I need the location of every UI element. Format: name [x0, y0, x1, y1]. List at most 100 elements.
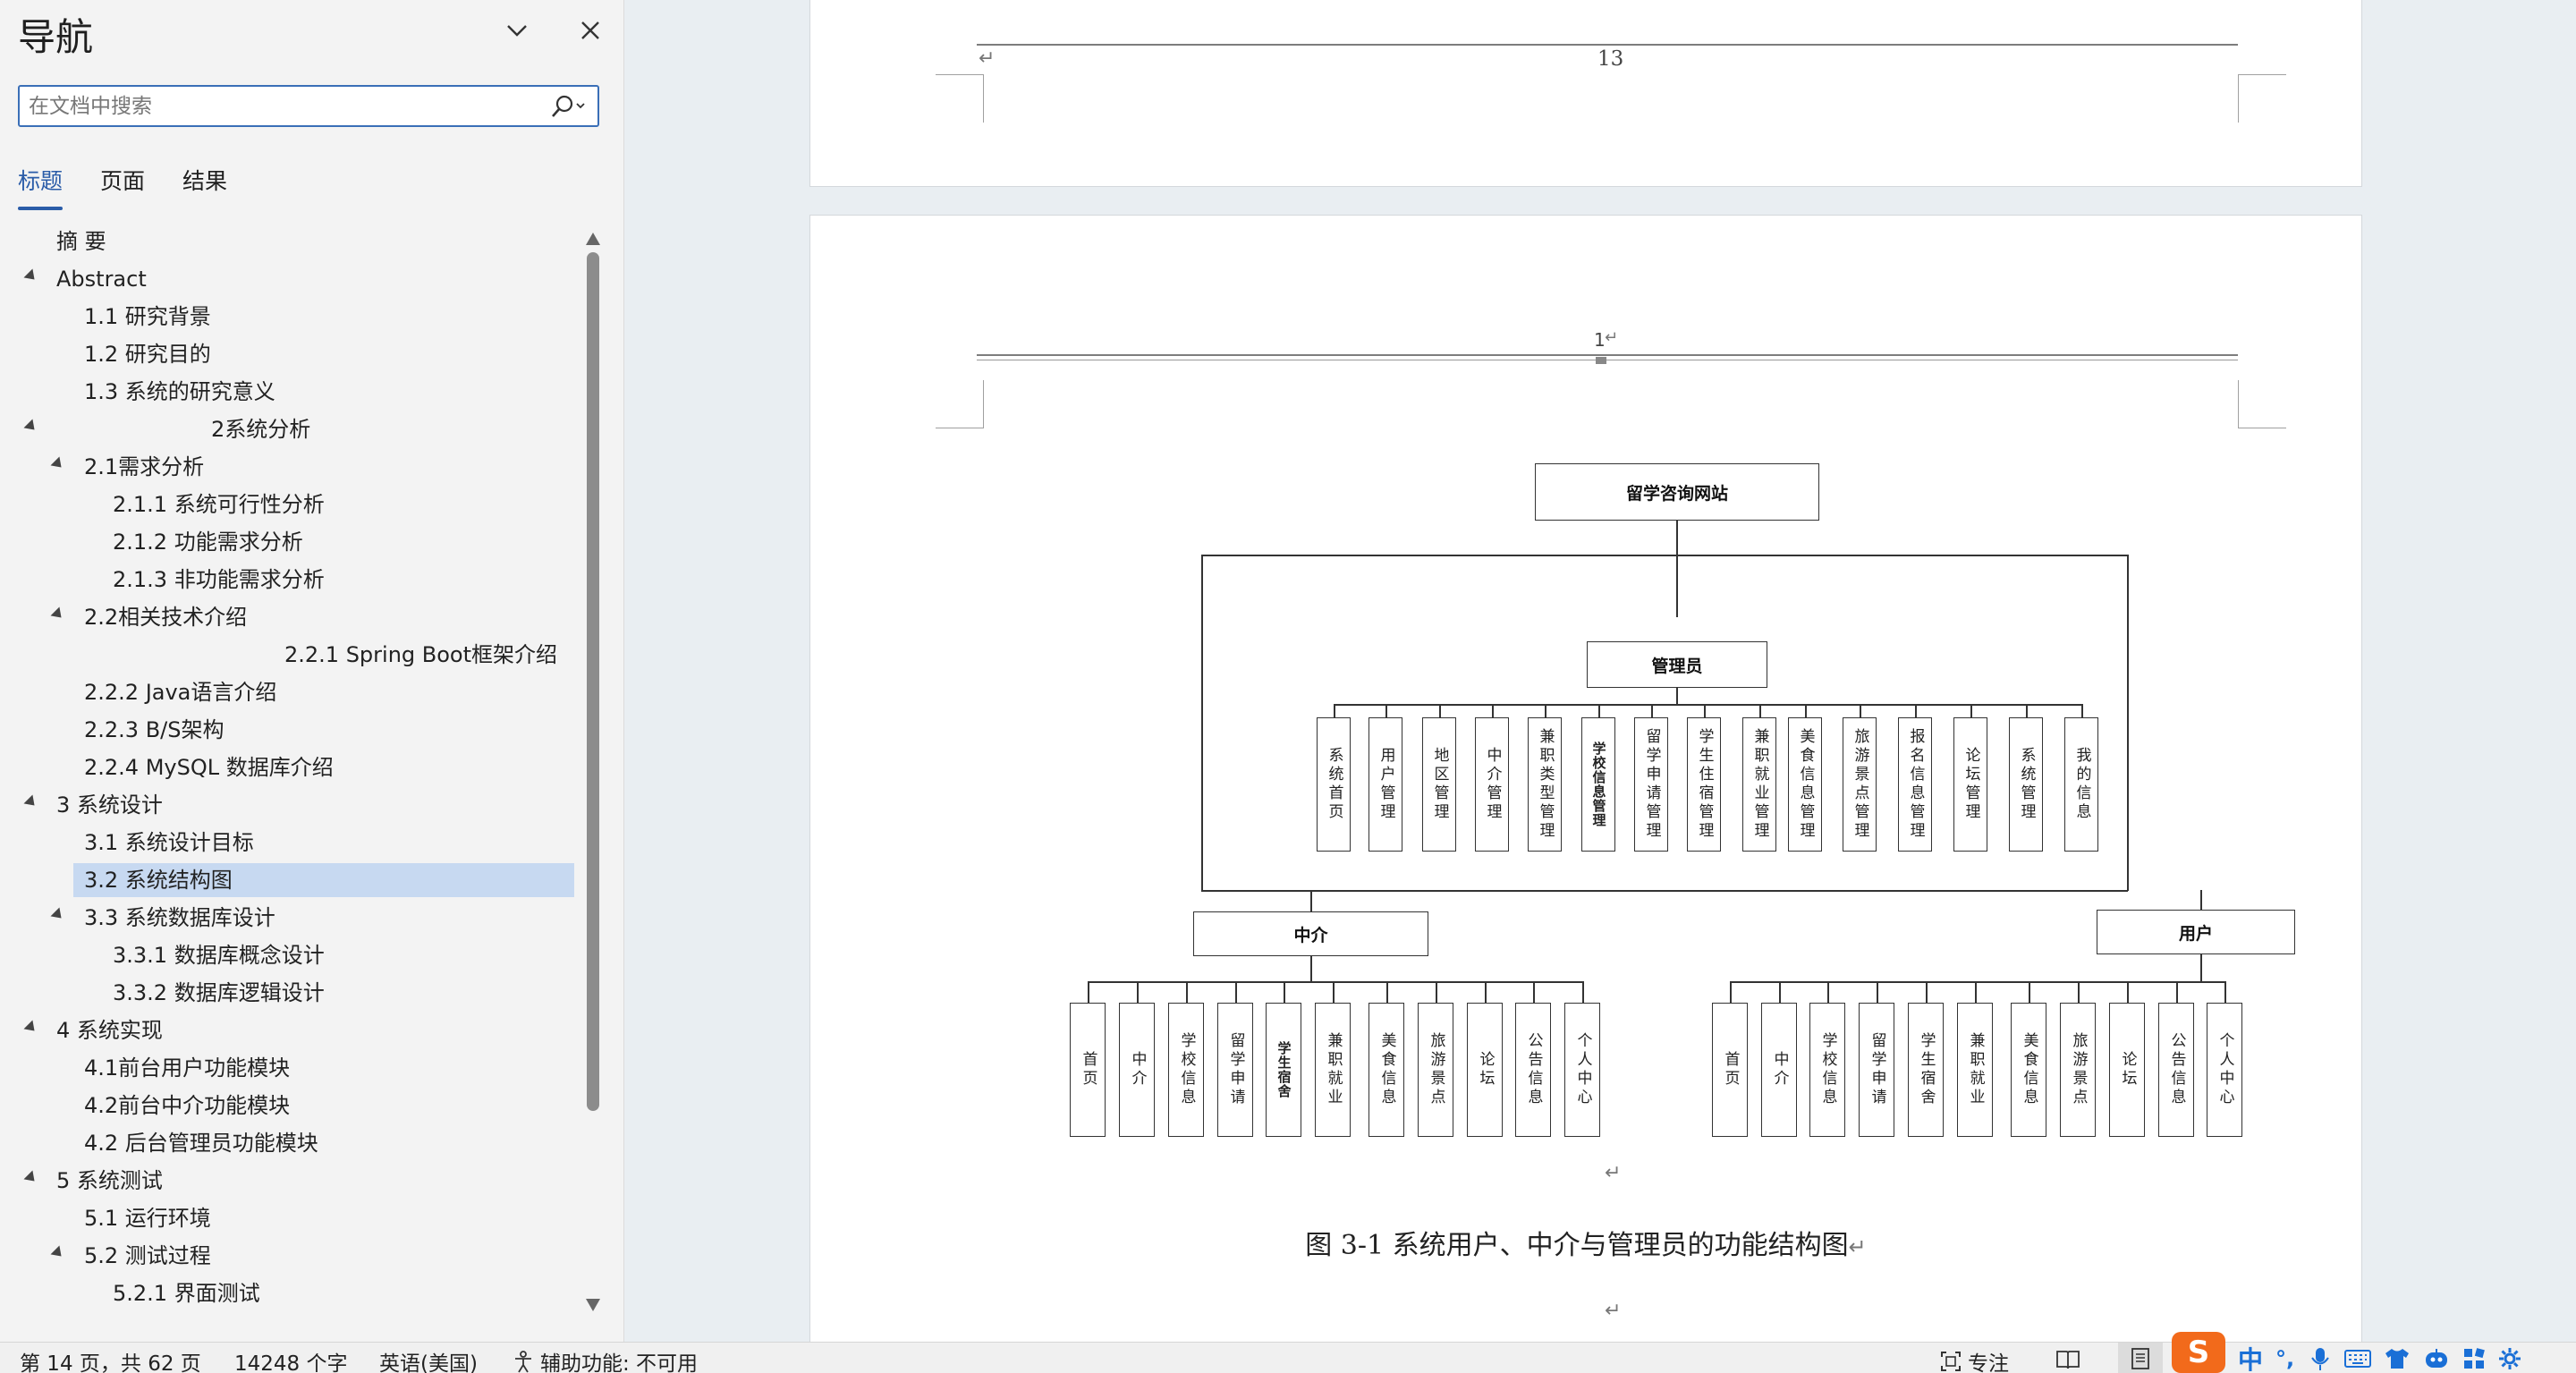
outline-item[interactable]: 5.1 运行环境 — [0, 1200, 581, 1236]
user-function-node: 公告信息 — [2158, 1003, 2194, 1137]
admin-function-node: 学校信息管理 — [1581, 717, 1615, 852]
outline-item[interactable]: 2.2.1 Spring Boot框架介绍 — [0, 637, 581, 673]
expand-triangle-icon[interactable] — [50, 907, 66, 923]
connector-line — [2029, 981, 2030, 1003]
search-input[interactable] — [29, 90, 538, 123]
expand-triangle-icon[interactable] — [23, 268, 39, 284]
document-area[interactable]: ↵ 13 1 ↵ 留学咨询网站管理员系统首页用户管理地区管理中介管理兼职类型管理… — [625, 0, 2576, 1342]
outline-item[interactable]: 1.3 系统的研究意义 — [0, 374, 581, 410]
connector-line — [1827, 981, 1829, 1003]
outline-item[interactable]: 3 系统设计 — [0, 787, 581, 823]
focus-mode-button[interactable]: 专注 — [1939, 1346, 2009, 1373]
header-anchor-mark — [1596, 357, 1606, 364]
print-layout-button[interactable] — [2118, 1343, 2163, 1373]
microphone-icon[interactable] — [2310, 1346, 2330, 1371]
word-count-status[interactable]: 14248 个字 — [234, 1352, 348, 1373]
document-page[interactable]: 1 ↵ 留学咨询网站管理员系统首页用户管理地区管理中介管理兼职类型管理学校信息管… — [809, 215, 2362, 1342]
admin-function-node: 兼职类型管理 — [1528, 717, 1562, 852]
outline-item-label: 4.1前台用户功能模块 — [84, 1055, 291, 1081]
agent-function-node: 旅游景点 — [1418, 1003, 1453, 1137]
expand-triangle-icon[interactable] — [50, 606, 66, 623]
expand-triangle-icon[interactable] — [23, 1170, 39, 1186]
outline-item[interactable]: 4.2前台中介功能模块 — [0, 1088, 581, 1123]
outline-item[interactable]: 2.1.1 系统可行性分析 — [0, 487, 581, 522]
outline-item[interactable]: 2.2.2 Java语言介绍 — [0, 674, 581, 710]
expand-triangle-icon[interactable] — [50, 1245, 66, 1261]
connector-line — [2081, 704, 2083, 717]
outline-item[interactable]: 1.2 研究目的 — [0, 336, 581, 372]
admin-function-node: 旅游景点管理 — [1843, 717, 1877, 852]
expand-triangle-icon[interactable] — [23, 419, 39, 435]
outline-item[interactable]: 2.2相关技术介绍 — [0, 599, 581, 635]
admin-function-node-text: 中介管理 — [1483, 747, 1502, 822]
expand-triangle-icon[interactable] — [50, 456, 66, 472]
user-function-node: 留学申请 — [1859, 1003, 1894, 1137]
outline-item[interactable]: 3.3.2 数据库逻辑设计 — [0, 975, 581, 1011]
admin-function-node-text: 报名信息管理 — [1906, 728, 1925, 841]
keyboard-icon[interactable] — [2344, 1348, 2372, 1369]
outline-item-label: 4.2 后台管理员功能模块 — [84, 1131, 318, 1156]
outline-item[interactable]: 摘 要 — [0, 224, 581, 259]
assistant-bot-icon[interactable] — [2423, 1347, 2450, 1370]
expand-triangle-icon[interactable] — [23, 794, 39, 810]
toolbox-grid-icon[interactable] — [2462, 1347, 2486, 1370]
admin-function-node-text: 系统管理 — [2017, 747, 2036, 822]
sogou-logo-icon[interactable]: S — [2172, 1331, 2225, 1373]
read-mode-button[interactable] — [2055, 1349, 2080, 1373]
outline-item[interactable]: 2.1.2 功能需求分析 — [0, 524, 581, 560]
focus-icon — [1941, 1352, 1961, 1371]
outline-item[interactable]: 5.2.1 界面测试 — [0, 1276, 581, 1311]
admin-function-node: 学生住宿管理 — [1687, 717, 1721, 852]
outline-item[interactable]: 3.3 系统数据库设计 — [0, 900, 581, 936]
outline-item[interactable]: 1.1 研究背景 — [0, 299, 581, 335]
paragraph-mark: ↵ — [1605, 1300, 1622, 1322]
language-status[interactable]: 英语(美国) — [379, 1352, 478, 1373]
connector-line — [1598, 704, 1600, 717]
connector-line — [1860, 704, 1861, 717]
nav-search-box — [18, 85, 599, 127]
tab-pages[interactable]: 页面 — [100, 168, 146, 194]
footer-rule — [977, 44, 2238, 46]
admin-function-node-text: 学生住宿管理 — [1695, 728, 1714, 841]
connector-line — [2176, 981, 2178, 1003]
skin-shirt-icon[interactable] — [2384, 1347, 2411, 1370]
expand-triangle-icon[interactable] — [23, 1020, 39, 1036]
outline-item[interactable]: 2.2.4 MySQL 数据库介绍 — [0, 750, 581, 785]
outline-item[interactable]: 2.2.3 B/S架构 — [0, 712, 581, 748]
connector-line — [2200, 954, 2202, 981]
tab-results[interactable]: 结果 — [182, 168, 228, 194]
connector-line — [2026, 704, 2028, 717]
outline-item[interactable]: 2系统分析 — [0, 411, 581, 447]
outline-item[interactable]: 5 系统测试 — [0, 1163, 581, 1199]
paragraph-mark: ↵ — [979, 47, 996, 70]
outline-item[interactable]: 5.2 测试过程 — [0, 1238, 581, 1274]
tab-headings[interactable]: 标题 — [18, 164, 64, 210]
close-icon[interactable] — [572, 13, 608, 48]
nav-options-chevron-icon[interactable] — [499, 13, 535, 48]
scroll-down-arrow-icon[interactable] — [586, 1299, 600, 1311]
function-structure-diagram[interactable]: 留学咨询网站管理员系统首页用户管理地区管理中介管理兼职类型管理学校信息管理留学申… — [810, 216, 2363, 1342]
outline-item[interactable]: 4.2 后台管理员功能模块 — [0, 1125, 581, 1161]
outline-item[interactable]: 3.2 系统结构图 — [0, 862, 581, 898]
settings-gear-icon[interactable] — [2498, 1347, 2521, 1370]
ime-punctuation-toggle[interactable]: °, — [2275, 1345, 2295, 1371]
accessibility-status[interactable]: 辅助功能: 不可用 — [512, 1346, 698, 1373]
document-page[interactable]: ↵ 13 — [809, 0, 2362, 187]
search-options-button[interactable] — [544, 90, 594, 123]
outline-item[interactable]: 3.1 系统设计目标 — [0, 825, 581, 860]
scrollbar-thumb[interactable] — [587, 252, 599, 1111]
page-number: 13 — [1597, 47, 1624, 71]
outline-scrollbar[interactable] — [583, 231, 603, 1313]
outline-item[interactable]: 2.1需求分析 — [0, 449, 581, 485]
outline-item[interactable]: 4.1前台用户功能模块 — [0, 1050, 581, 1086]
outline-item[interactable]: 3.3.1 数据库概念设计 — [0, 937, 581, 973]
ime-mode-toggle[interactable]: 中 — [2238, 1344, 2264, 1373]
outline-item[interactable]: 2.1.3 非功能需求分析 — [0, 562, 581, 598]
connector-line — [1310, 890, 1312, 911]
admin-function-node-text: 留学申请管理 — [1642, 728, 1661, 841]
scroll-up-arrow-icon[interactable] — [586, 233, 600, 245]
admin-function-node: 地区管理 — [1422, 717, 1456, 852]
page-count-status[interactable]: 第 14 页，共 62 页 — [20, 1352, 201, 1373]
outline-item[interactable]: 4 系统实现 — [0, 1013, 581, 1048]
outline-item[interactable]: Abstract — [0, 261, 581, 297]
